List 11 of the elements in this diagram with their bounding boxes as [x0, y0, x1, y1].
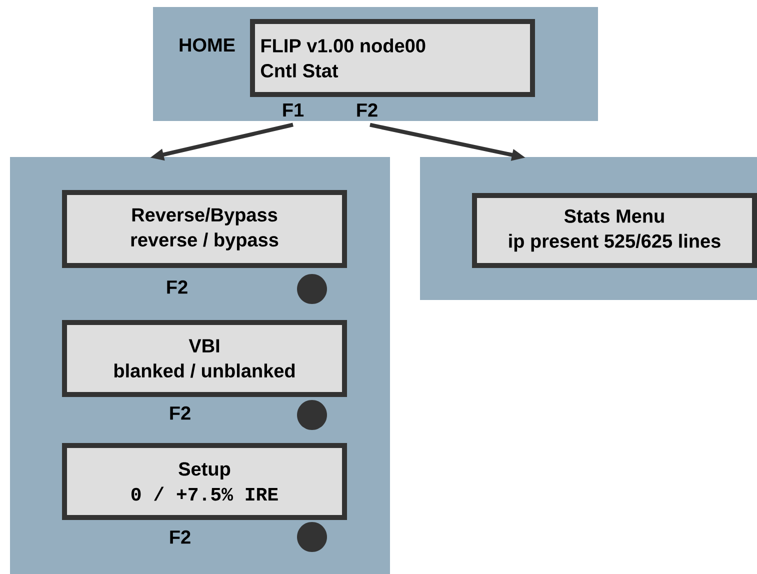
- key-label: F1: [283, 103, 304, 117]
- lcd-display: VBI blanked / unblanked: [62, 320, 347, 397]
- lcd-display: Reverse/Bypass reverse / bypass: [62, 190, 347, 268]
- panel-label: HOME: [180, 38, 235, 52]
- lcd-display: Stats Menu ip present 525/625 lines: [472, 193, 757, 268]
- key-label: F2: [170, 406, 190, 420]
- key-label: F2: [167, 280, 188, 294]
- key-label: F2: [357, 103, 378, 117]
- key-label: F2: [170, 530, 190, 544]
- lcd-display: FLIP v1.00 node00 Cntl Stat: [250, 19, 535, 97]
- lcd-display: Setup 0 / +7.5% IRE: [62, 443, 347, 520]
